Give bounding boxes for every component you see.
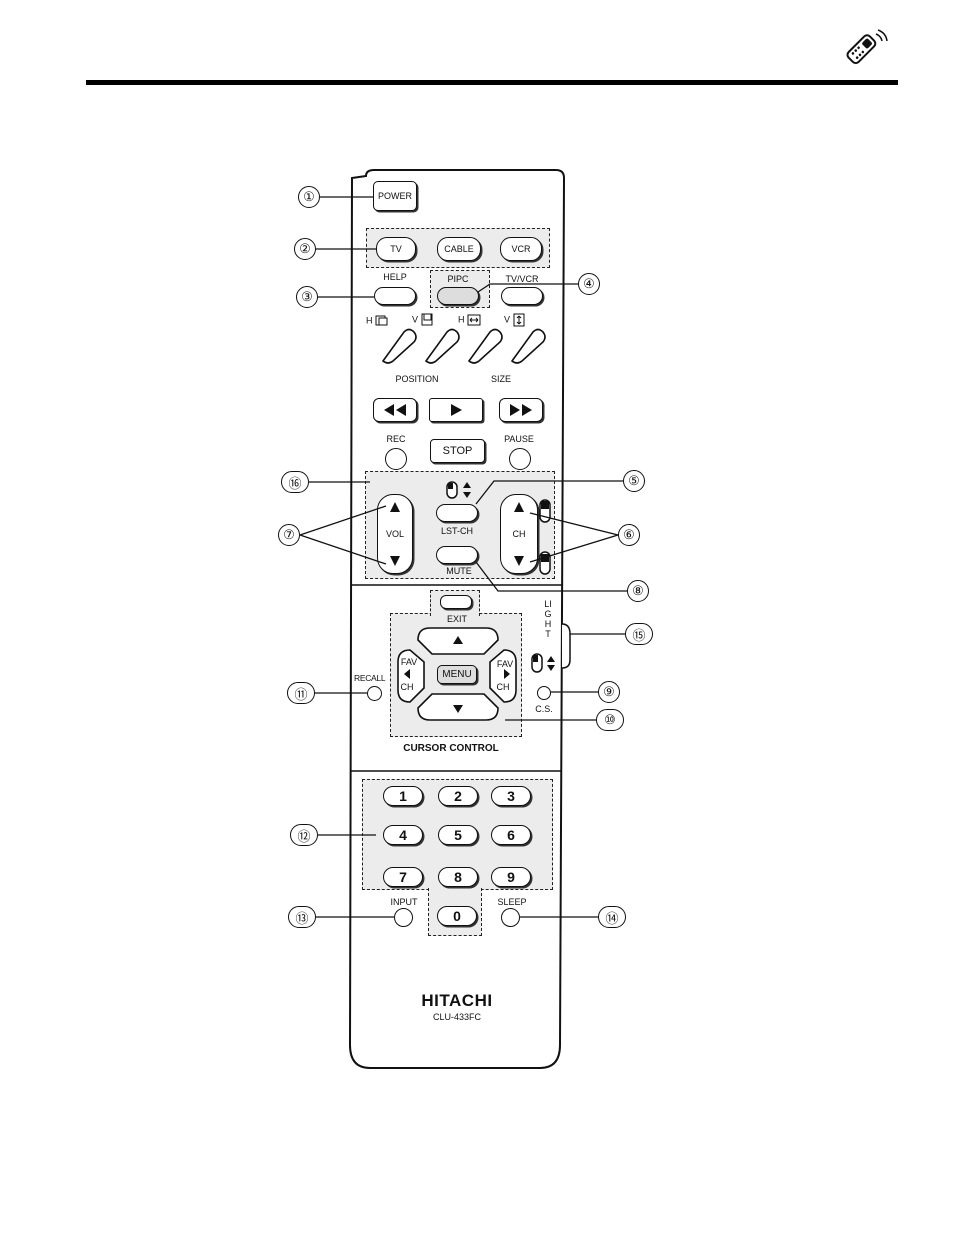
callout-14: ⑭	[598, 906, 626, 928]
callout-4: ④	[578, 273, 600, 295]
callout-11: ⑪	[287, 682, 315, 704]
callout-13: ⑬	[288, 906, 316, 928]
callout-3: ③	[296, 286, 318, 308]
callout-8: ⑧	[627, 580, 649, 602]
callout-12: ⑫	[290, 824, 318, 846]
callout-1: ①	[298, 186, 320, 208]
callout-9: ⑨	[598, 681, 620, 703]
callout-6: ⑥	[618, 524, 640, 546]
callout-7: ⑦	[278, 524, 300, 546]
callout-5: ⑤	[623, 470, 645, 492]
callout-10: ⑩	[596, 709, 624, 731]
callout-16: ⑯	[281, 471, 309, 493]
callout-2: ②	[294, 238, 316, 260]
callout-15: ⑮	[625, 623, 653, 645]
